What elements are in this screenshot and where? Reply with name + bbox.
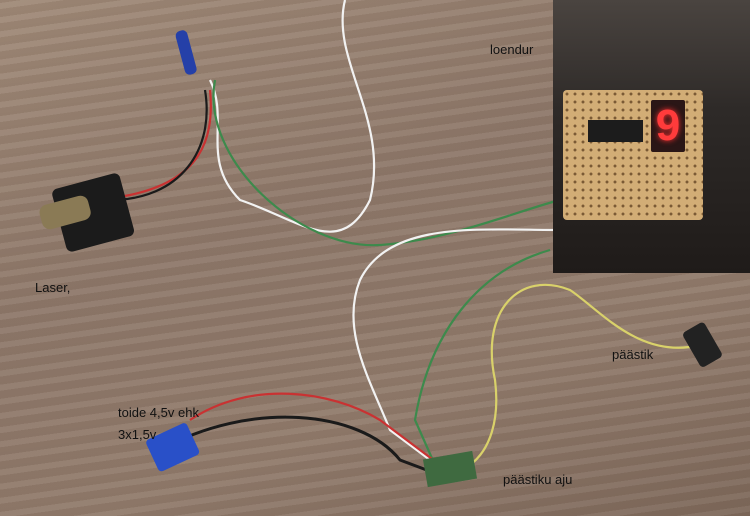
laser-mount [52, 173, 134, 252]
label-toide-line2: 3x1,5v [118, 427, 157, 442]
switch [683, 322, 722, 367]
white-wire [209, 0, 376, 233]
laser-red-wire [99, 89, 212, 202]
green-wire [212, 79, 561, 247]
label-laser: Laser, [35, 280, 71, 295]
laser-black-wire [109, 89, 208, 202]
blue-connector-top [175, 30, 197, 75]
yellow-wire [469, 283, 701, 466]
counter-inset-photo: 9 [553, 0, 750, 273]
white-wire-2 [352, 228, 561, 461]
battery-connector [146, 423, 200, 472]
label-loendur: loendur [490, 42, 534, 57]
green-wire-2 [413, 248, 551, 466]
black-wire [159, 415, 441, 477]
laser-module [39, 195, 91, 230]
seven-segment-display: 9 [651, 100, 685, 152]
label-paastiku-aju: päästiku aju [503, 472, 573, 487]
label-toide-line1: toide 4,5v ehk [118, 405, 199, 420]
ic-chip [588, 120, 643, 142]
label-paastik: päästik [612, 347, 654, 362]
trigger-board [422, 450, 478, 488]
red-wire [189, 392, 441, 466]
